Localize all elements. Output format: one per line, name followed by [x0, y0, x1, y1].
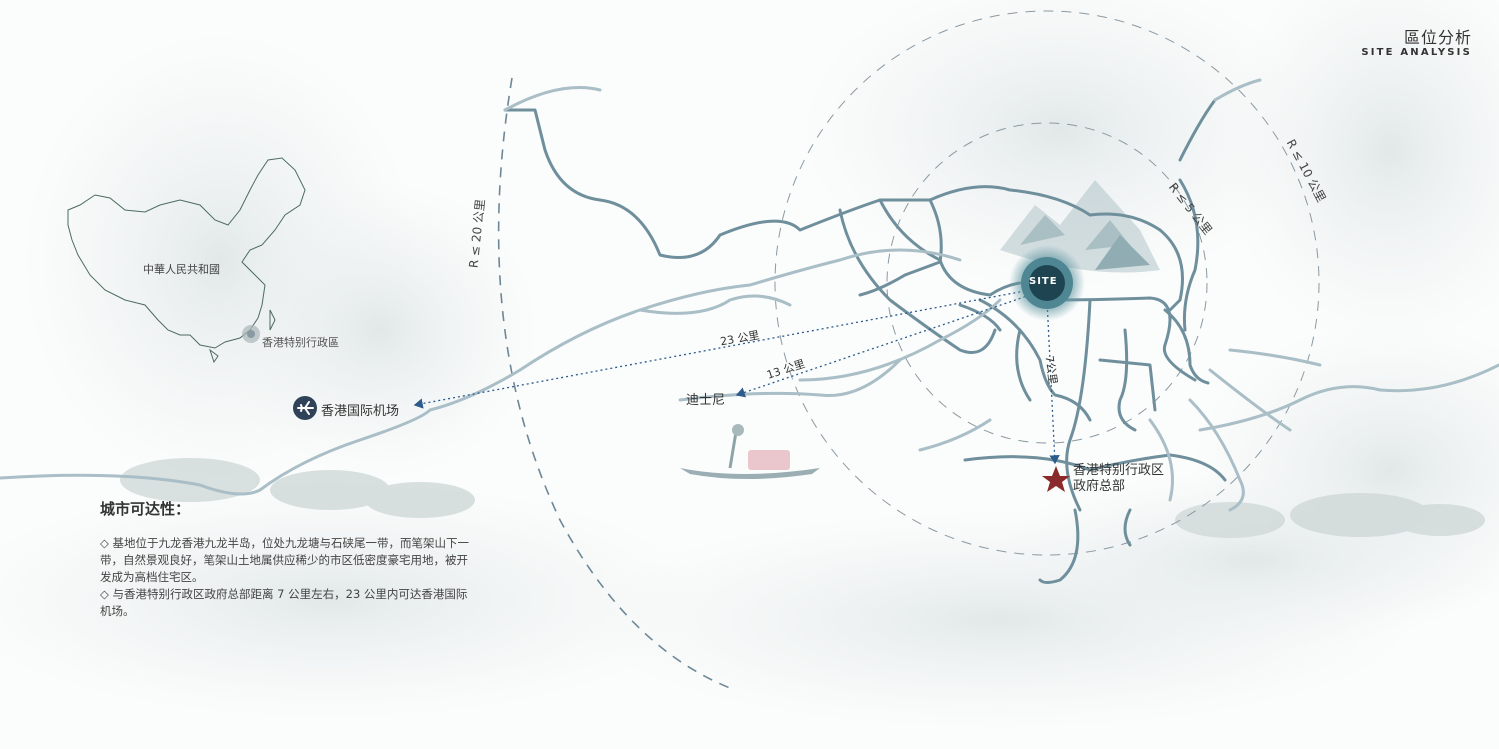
government-label-line1: 香港特别行政区 — [1073, 463, 1165, 478]
ring-10km — [774, 10, 1320, 556]
page-title: 區位分析 — [1403, 28, 1472, 47]
ring-20km — [497, 77, 736, 691]
star-icon — [1042, 466, 1070, 492]
line-to-disney — [735, 294, 1031, 398]
line-to-government — [1046, 299, 1060, 465]
site-label: SITE — [1029, 276, 1058, 287]
site-target-icon[interactable] — [1009, 245, 1085, 321]
ring-5km — [886, 122, 1208, 444]
disney-label: 迪士尼 — [686, 393, 726, 408]
page-subtitle: SITE ANALYSIS — [1361, 47, 1472, 58]
line-to-airport — [413, 289, 1031, 409]
hong-kong-marker — [242, 325, 260, 343]
radius-rings — [497, 10, 1320, 691]
airport-label: 香港国际机场 — [321, 404, 400, 419]
airplane-icon — [293, 396, 317, 420]
ink-trees — [120, 458, 1485, 538]
distance-lines — [413, 289, 1060, 465]
region-label: 香港特别行政區 — [262, 336, 339, 349]
accessibility-heading: 城市可达性： — [100, 500, 191, 518]
mist-background — [0, 0, 1499, 730]
accessibility-paragraph-1: ◇ 基地位于九龙香港九龙半岛，位处九龙塘与石硖尾一带，而笔架山下一带，自然景观良… — [100, 536, 469, 584]
government-label-line2: 政府总部 — [1073, 479, 1126, 494]
government-label: 香港特别行政区 政府总部 — [1073, 463, 1164, 495]
accessibility-paragraph-2: ◇ 与香港特别行政区政府总部距离 7 公里左右，23 公里内可达香港国际机场。 — [100, 587, 468, 618]
boat-illustration — [680, 424, 820, 479]
china-outline — [67, 157, 306, 364]
secondary-roads — [0, 78, 1499, 512]
road-network — [503, 98, 1227, 584]
country-label: 中華人民共和國 — [143, 263, 220, 276]
